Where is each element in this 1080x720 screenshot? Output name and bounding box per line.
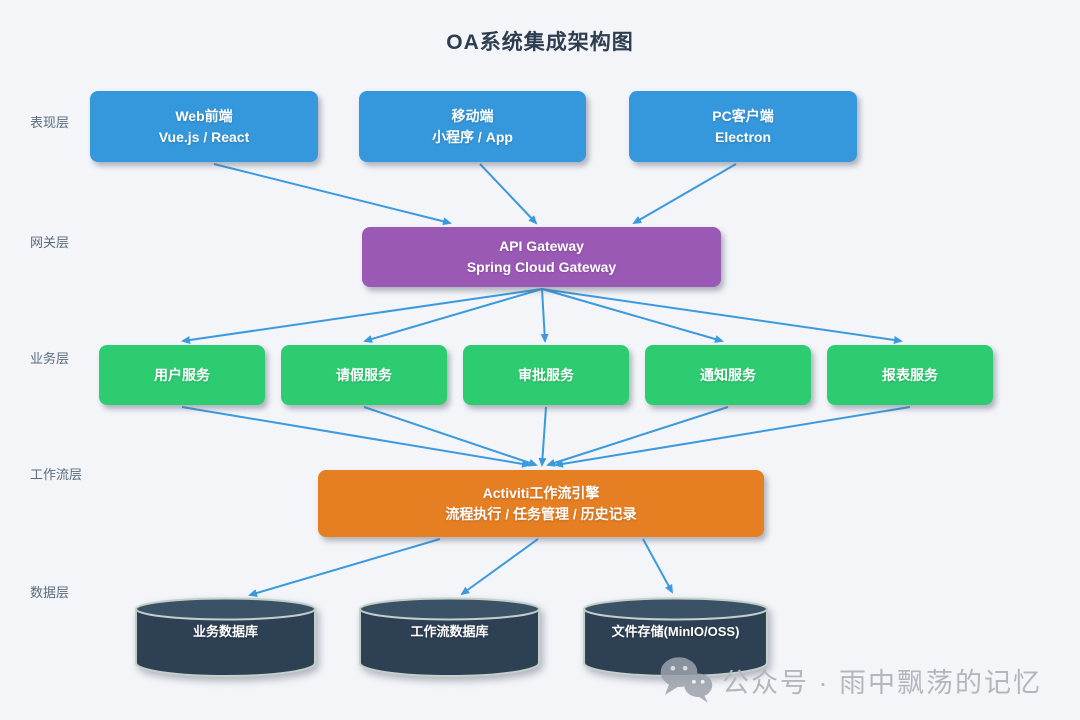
- node-mobile-line2: 小程序 / App: [432, 128, 513, 145]
- node-web-frontend: Web前端 Vue.js / React: [90, 91, 318, 162]
- layer-label-gateway: 网关层: [30, 235, 70, 250]
- node-api-gateway-line1: API Gateway: [499, 238, 584, 254]
- node-pc-client-line2: Electron: [714, 128, 771, 145]
- node-mobile: 移动端 小程序 / App: [359, 91, 586, 162]
- datastore-workflow-db: 工作流数据库: [358, 597, 541, 679]
- node-pc-client: PC客户端 Electron: [629, 91, 857, 162]
- node-approval-service: 审批服务: [463, 345, 629, 405]
- node-user-service: 用户服务: [99, 345, 265, 405]
- layer-label-workflow: 工作流层: [30, 467, 83, 482]
- layer-label-data: 数据层: [30, 585, 70, 600]
- node-api-gateway-line2: Spring Cloud Gateway: [466, 259, 617, 275]
- node-approval-service-label: 审批服务: [518, 367, 574, 383]
- cylinder-icon: [134, 597, 317, 677]
- node-mobile-line1: 移动端: [451, 107, 494, 124]
- node-workflow-engine-line1: Activiti工作流引擎: [482, 484, 600, 501]
- node-api-gateway: API Gateway Spring Cloud Gateway: [362, 227, 721, 287]
- node-leave-service-label: 请假服务: [336, 367, 392, 383]
- layer-label-business: 业务层: [30, 351, 70, 366]
- node-web-frontend-line1: Web前端: [175, 107, 233, 124]
- datastore-workflow-db-label: 工作流数据库: [410, 624, 489, 639]
- node-leave-service: 请假服务: [281, 345, 447, 405]
- layer-label-presentation: 表现层: [30, 115, 70, 130]
- watermark-text: 公众号 · 雨中飘荡的记忆: [722, 667, 1042, 698]
- datastore-business-db-label: 业务数据库: [192, 624, 258, 639]
- node-notify-service-label: 通知服务: [700, 367, 756, 383]
- node-web-frontend-line2: Vue.js / React: [158, 128, 250, 145]
- node-workflow-engine-line2: 流程执行 / 任务管理 / 历史记录: [445, 505, 637, 522]
- datastore-file-storage: 文件存储(MinIO/OSS): [582, 597, 769, 679]
- node-pc-client-line1: PC客户端: [712, 107, 774, 124]
- node-report-service: 报表服务: [827, 345, 993, 405]
- cylinder-icon: [583, 597, 768, 677]
- datastore-business-db: 业务数据库: [134, 597, 317, 679]
- node-report-service-label: 报表服务: [882, 367, 938, 383]
- node-notify-service: 通知服务: [645, 345, 811, 405]
- wechat-icon: [660, 657, 713, 703]
- watermark: 公众号 · 雨中飘荡的记忆: [658, 655, 1042, 705]
- datastore-file-storage-label: 文件存储(MinIO/OSS): [611, 624, 740, 639]
- diagram-title: OA系统集成架构图: [446, 31, 634, 54]
- node-workflow-engine: Activiti工作流引擎 流程执行 / 任务管理 / 历史记录: [318, 470, 764, 537]
- cylinder-icon: [358, 597, 541, 677]
- node-user-service-label: 用户服务: [154, 367, 210, 383]
